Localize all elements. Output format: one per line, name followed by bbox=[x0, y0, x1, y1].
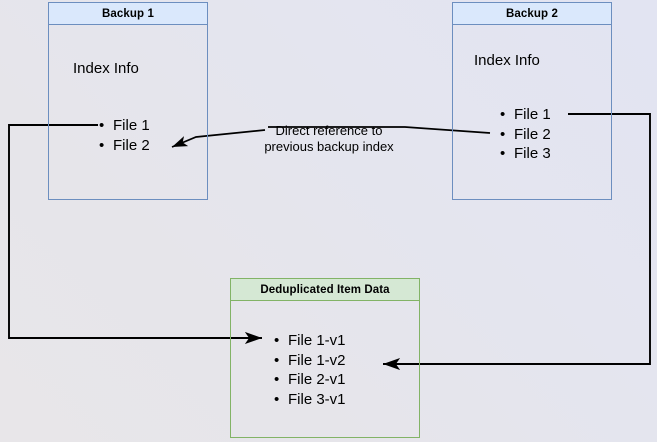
list-item[interactable]: File 1-v2 bbox=[274, 351, 346, 371]
deduplicated-item-data-box[interactable]: Deduplicated Item Data bbox=[230, 278, 420, 438]
backup-2-index-info-label: Index Info bbox=[474, 52, 540, 69]
list-item[interactable]: File 1 bbox=[99, 116, 150, 136]
backup-2-title: Backup 2 bbox=[453, 3, 611, 25]
edge-label-line-1: Direct reference to bbox=[275, 123, 383, 138]
backup-2-file-list: File 1 File 2 File 3 bbox=[500, 105, 551, 164]
backup-2-box[interactable]: Backup 2 bbox=[452, 2, 612, 200]
deduplicated-item-data-title: Deduplicated Item Data bbox=[231, 279, 419, 301]
list-item[interactable]: File 1-v1 bbox=[274, 331, 346, 351]
list-item[interactable]: File 2 bbox=[99, 136, 150, 156]
list-item[interactable]: File 2-v1 bbox=[274, 370, 346, 390]
backup-1-index-info-label: Index Info bbox=[73, 60, 139, 77]
list-item[interactable]: File 3-v1 bbox=[274, 390, 346, 410]
backup-1-file-list: File 1 File 2 bbox=[99, 116, 150, 155]
deduplicated-item-list: File 1-v1 File 1-v2 File 2-v1 File 3-v1 bbox=[274, 331, 346, 409]
list-item[interactable]: File 1 bbox=[500, 105, 551, 125]
direct-reference-edge-label: Direct reference to previous backup inde… bbox=[249, 123, 409, 155]
backup-1-box[interactable]: Backup 1 bbox=[48, 2, 208, 200]
edge-label-line-2: previous backup index bbox=[264, 139, 394, 154]
backup-1-title: Backup 1 bbox=[49, 3, 207, 25]
list-item[interactable]: File 3 bbox=[500, 144, 551, 164]
list-item[interactable]: File 2 bbox=[500, 125, 551, 145]
